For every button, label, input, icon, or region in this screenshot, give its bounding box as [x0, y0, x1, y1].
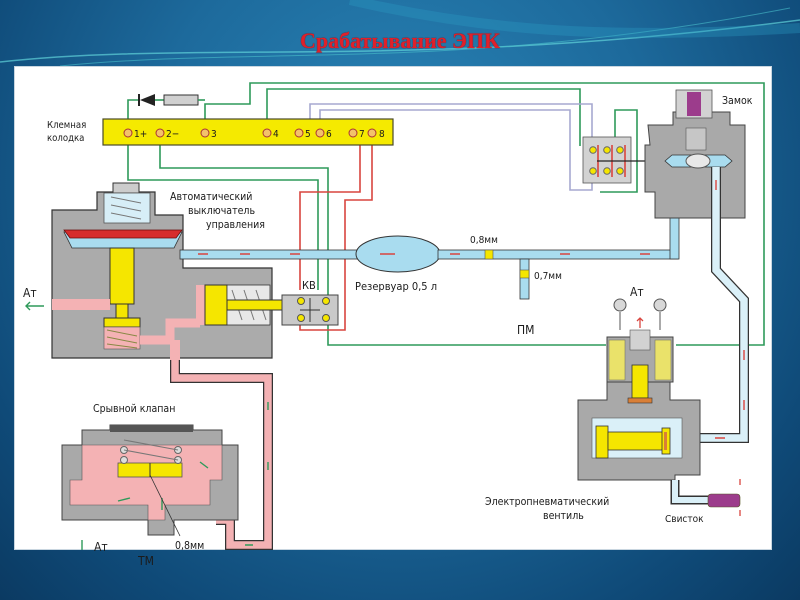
terminal-label-7: 7	[359, 129, 365, 140]
auto-switch-label-line2: выключатель	[188, 205, 255, 217]
atm-left-arrow	[25, 301, 44, 311]
automatic-control-switch	[51, 182, 284, 362]
terminal-label-1: 1+	[134, 129, 147, 140]
terminal-5[interactable]	[294, 128, 304, 138]
background-wave-decoration	[0, 0, 800, 67]
reservoir-label: Резервуар 0,5 л	[355, 280, 437, 293]
slide-title: Срабатывание ЭПК	[299, 28, 501, 53]
reservoir	[355, 235, 441, 273]
wire-green-2	[159, 145, 606, 346]
kv-label: КВ	[302, 279, 316, 292]
terminal-label-8: 8	[379, 129, 385, 140]
key-lock: Замок	[582, 89, 753, 219]
pm-label: ПМ	[517, 323, 534, 337]
break-valve-tm-label: ТМ	[137, 554, 154, 568]
terminal-7[interactable]	[348, 128, 358, 138]
resistor-icon	[163, 94, 199, 106]
wire-green-lock-b	[600, 109, 638, 193]
wire-green-outer	[268, 82, 765, 346]
wire-lilac-6	[319, 109, 593, 191]
electro-pneumatic-valve: Ат Электропневматический вентиль Свисток	[485, 285, 741, 525]
wire-green-3	[204, 82, 268, 133]
terminal-2[interactable]	[155, 128, 165, 138]
terminal-label-4: 4	[273, 129, 279, 140]
terminal-block-label-line2: колодка	[47, 133, 84, 144]
terminal-block-label-line1: Клемная	[47, 120, 86, 131]
diode-icon	[140, 94, 155, 106]
atm-left-label: Ат	[23, 286, 37, 300]
kv-switch: КВ	[281, 279, 339, 326]
terminal-label-2: 2−	[166, 129, 179, 140]
break-valve-atm-label: Ат	[94, 540, 108, 554]
whistle	[707, 493, 741, 508]
terminal-1[interactable]	[123, 128, 133, 138]
control-air-line: 0,8мм 0,7мм ПМ Резервуар 0,5 л	[179, 169, 680, 337]
wire-red-8	[299, 145, 373, 331]
terminal-label-3: 3	[211, 129, 217, 140]
terminal-block: 1+ 2− 3 4 5 6 7 8 Клемная колодка	[47, 118, 394, 146]
wire-green-1b	[127, 145, 319, 290]
auto-switch-label-line1: Автоматический	[170, 191, 252, 203]
break-valve-label: Срывной клапан	[93, 403, 175, 415]
terminal-label-5: 5	[305, 129, 311, 140]
terminal-6[interactable]	[315, 128, 325, 138]
orifice-0-7-label: 0,7мм	[534, 271, 562, 282]
break-valve-orifice-label: 0,8мм	[175, 540, 204, 552]
wire-green-4	[266, 88, 581, 140]
atm-ep-valve-label: Ат	[630, 285, 644, 299]
terminal-4[interactable]	[262, 128, 272, 138]
ep-valve-label-line1: Электропневматический	[485, 496, 609, 508]
terminal-3[interactable]	[200, 128, 210, 138]
terminal-8[interactable]	[367, 128, 377, 138]
terminal-label-6: 6	[326, 129, 332, 140]
ep-valve-label-line2: вентиль	[543, 510, 584, 522]
whistle-label: Свисток	[665, 514, 704, 525]
lock-label: Замок	[722, 95, 753, 107]
break-valve: Срывной клапан Ат ТМ 0,8мм	[61, 403, 239, 568]
diode-resistor	[138, 94, 205, 106]
wire-red-7	[299, 145, 361, 290]
auto-switch-label-line3: управления	[206, 219, 265, 231]
diaphragm	[63, 229, 183, 239]
orifice-0-8-label: 0,8мм	[470, 235, 498, 246]
